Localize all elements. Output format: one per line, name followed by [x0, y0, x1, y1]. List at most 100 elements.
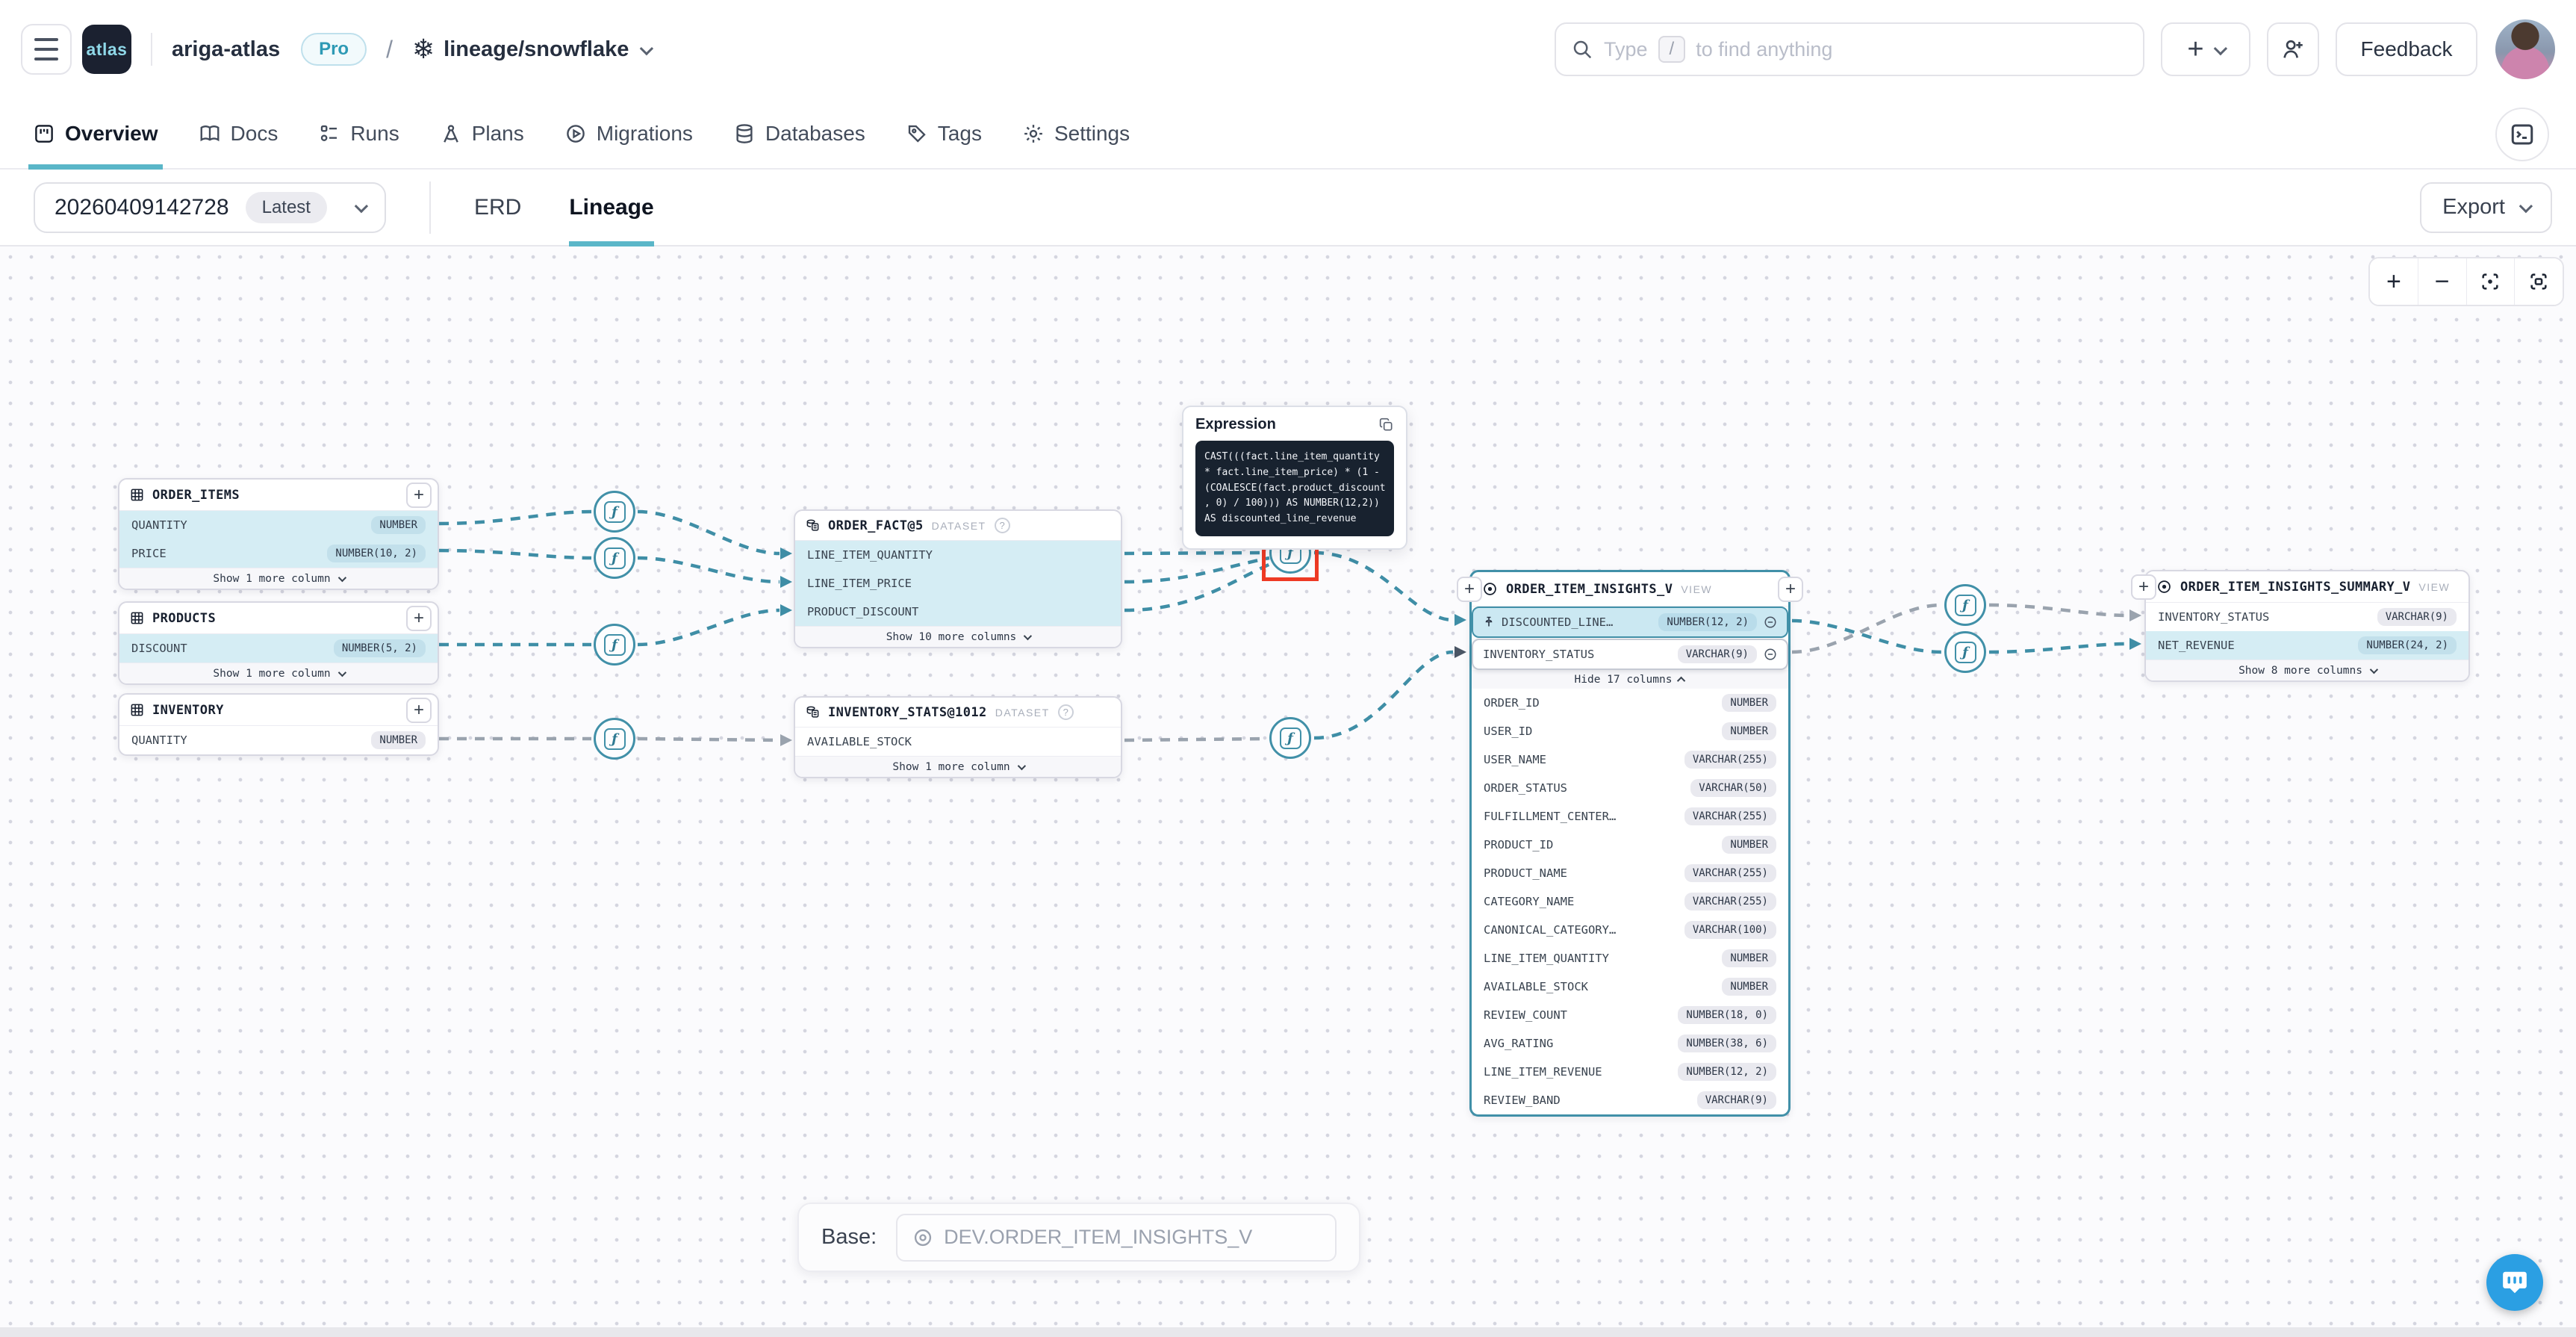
terminal-icon: [2511, 124, 2533, 145]
help-icon[interactable]: ?: [994, 518, 1010, 533]
show-more-columns[interactable]: Show 8 more columns: [2146, 660, 2468, 680]
base-label: Base:: [821, 1225, 877, 1249]
show-more-columns[interactable]: Show 1 more column: [795, 756, 1121, 777]
main-nav: Overview Docs Runs Plans Migrations Data…: [0, 99, 2576, 170]
create-button[interactable]: +: [2161, 22, 2250, 76]
column-row[interactable]: QUANTITY NUMBER: [119, 511, 438, 539]
function-node[interactable]: ƒ: [1944, 631, 1986, 673]
menu-icon[interactable]: [21, 24, 72, 75]
pinned-column-row[interactable]: DISCOUNTED_LINE… NUMBER(12, 2): [1472, 607, 1788, 638]
view-node-order-item-insights[interactable]: ORDER_ITEM_INSIGHTS_V VIEW + + DISCOUNTE…: [1457, 570, 1803, 1117]
help-icon[interactable]: ?: [1057, 704, 1074, 720]
tab-lineage[interactable]: Lineage: [569, 170, 655, 246]
function-icon: ƒ: [603, 500, 626, 523]
divider: [429, 181, 431, 234]
expand-node-button[interactable]: +: [406, 483, 432, 508]
table-node-order-items[interactable]: ORDER_ITEMS + QUANTITY NUMBER PRICE NUMB…: [118, 478, 439, 590]
function-node[interactable]: ƒ: [1944, 584, 1986, 626]
export-button[interactable]: Export: [2420, 182, 2552, 233]
column-row[interactable]: LINE_ITEM_QUANTITY: [795, 541, 1121, 569]
function-node[interactable]: ƒ: [594, 491, 635, 533]
remove-column-icon[interactable]: [1764, 648, 1777, 661]
tab-plans[interactable]: Plans: [440, 99, 524, 168]
function-node[interactable]: ƒ: [594, 537, 635, 579]
expand-node-button[interactable]: +: [406, 698, 432, 723]
version-selector[interactable]: 20260409142728 Latest: [34, 182, 386, 233]
column-row[interactable]: FULFILLMENT_CENTER…VARCHAR(255): [1472, 802, 1788, 831]
window-edge: [0, 1327, 2576, 1337]
show-more-columns[interactable]: Show 10 more columns: [795, 626, 1121, 647]
avatar[interactable]: [2495, 19, 2555, 79]
search-input[interactable]: Type / to find anything: [1555, 22, 2144, 76]
column-row[interactable]: LINE_ITEM_PRICE: [795, 569, 1121, 598]
dataset-node-inventory-stats[interactable]: INVENTORY_STATS@1012 DATASET ? AVAILABLE…: [794, 696, 1122, 778]
function-icon: ƒ: [1954, 641, 1976, 663]
add-upstream-button[interactable]: +: [1457, 577, 1482, 602]
function-node[interactable]: ƒ: [594, 624, 635, 666]
zoom-out-button[interactable]: −: [2418, 258, 2467, 305]
org-name[interactable]: ariga-atlas: [172, 37, 281, 61]
show-more-columns[interactable]: Show 1 more column: [119, 568, 438, 589]
column-row[interactable]: PRICE NUMBER(10, 2): [119, 539, 438, 568]
add-downstream-button[interactable]: +: [1778, 577, 1803, 602]
chevron-down-icon: [2369, 665, 2379, 674]
table-node-inventory[interactable]: INVENTORY + QUANTITY NUMBER: [118, 693, 439, 756]
table-node-products[interactable]: PRODUCTS + DISCOUNT NUMBER(5, 2) Show 1 …: [118, 601, 439, 685]
zoom-in-button[interactable]: +: [2370, 258, 2418, 305]
tab-tags[interactable]: Tags: [906, 99, 982, 168]
remove-column-icon[interactable]: [1764, 615, 1777, 629]
chevron-down-icon[interactable]: [640, 41, 654, 55]
chevron-down-icon: [354, 199, 369, 214]
type-badge: NUMBER(12, 2): [1658, 613, 1757, 631]
column-row[interactable]: AVAILABLE_STOCK: [807, 735, 912, 748]
function-node[interactable]: ƒ: [1269, 717, 1311, 759]
tab-settings[interactable]: Settings: [1022, 99, 1130, 168]
tab-migrations[interactable]: Migrations: [564, 99, 693, 168]
tab-overview[interactable]: Overview: [28, 99, 163, 170]
column-row[interactable]: PRODUCT_DISCOUNT: [795, 598, 1121, 626]
chat-launcher-button[interactable]: [2486, 1254, 2543, 1311]
show-more-columns[interactable]: Show 1 more column: [119, 663, 438, 683]
view-eye-icon: [2158, 580, 2171, 593]
function-node[interactable]: ƒ: [594, 718, 635, 760]
focus-selection-button[interactable]: [2466, 258, 2516, 305]
invite-user-button[interactable]: [2267, 22, 2319, 76]
hide-columns-button[interactable]: Hide 17 columns: [1472, 670, 1788, 689]
base-input[interactable]: DEV.ORDER_ITEM_INSIGHTS_V: [896, 1213, 1337, 1262]
tab-erd[interactable]: ERD: [473, 194, 522, 220]
atlas-logo[interactable]: atlas: [82, 25, 131, 74]
fit-view-button[interactable]: [2515, 258, 2563, 305]
column-row[interactable]: NET_REVENUE NUMBER(24, 2): [2146, 631, 2468, 660]
terminal-button[interactable]: [2495, 108, 2549, 161]
function-icon: ƒ: [603, 547, 626, 569]
column-row[interactable]: INVENTORY_STATUS VARCHAR(9): [2146, 603, 2468, 631]
column-row[interactable]: QUANTITY NUMBER: [119, 726, 438, 754]
tab-databases[interactable]: Databases: [733, 99, 865, 168]
feedback-button[interactable]: Feedback: [2336, 22, 2477, 76]
project-selector[interactable]: lineage/snowflake: [444, 37, 629, 61]
lineage-canvas[interactable]: ORDER_ITEMS + QUANTITY NUMBER PRICE NUMB…: [0, 246, 2576, 1337]
dataset-node-order-fact[interactable]: ORDER_FACT@5 DATASET ? LINE_ITEM_QUANTIT…: [794, 509, 1122, 648]
pinned-column-row[interactable]: INVENTORY_STATUS VARCHAR(9): [1472, 639, 1788, 670]
add-upstream-button[interactable]: +: [2131, 574, 2156, 600]
expand-node-button[interactable]: +: [406, 606, 432, 631]
copy-icon[interactable]: [1379, 418, 1394, 432]
view-node-order-item-insights-summary[interactable]: ORDER_ITEM_INSIGHTS_SUMMARY_V VIEW + INV…: [2131, 570, 2470, 682]
tab-runs[interactable]: Runs: [318, 99, 399, 168]
column-row[interactable]: DISCOUNT NUMBER(5, 2): [119, 634, 438, 663]
column-row[interactable]: CANONICAL_CATEGORY…VARCHAR(100): [1472, 916, 1788, 944]
tab-docs[interactable]: Docs: [199, 99, 278, 168]
